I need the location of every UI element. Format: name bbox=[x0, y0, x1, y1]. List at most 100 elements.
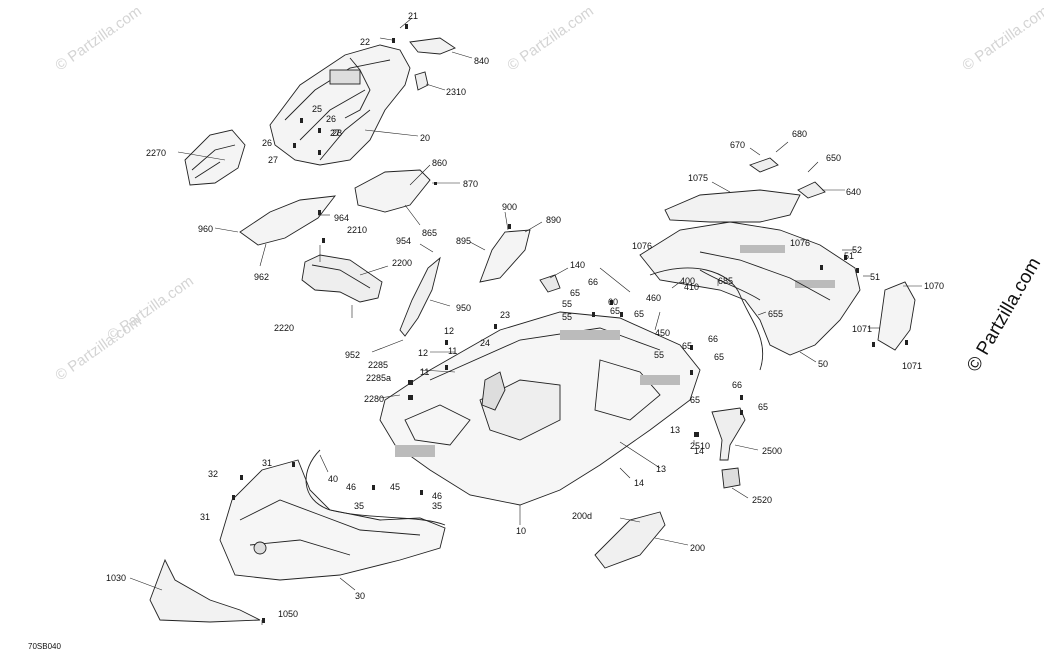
part-label-900: 900 bbox=[502, 202, 518, 212]
part-1070-shape bbox=[877, 281, 916, 351]
part-label-31: 31 bbox=[200, 512, 211, 522]
part-label-45: 45 bbox=[390, 482, 401, 492]
part-label-25: 25 bbox=[312, 104, 323, 114]
part-label-2200: 2200 bbox=[392, 258, 413, 268]
part-label-954: 954 bbox=[396, 236, 412, 246]
part-label-55: 55 bbox=[654, 350, 665, 360]
part-label-13: 13 bbox=[670, 425, 681, 435]
part-30-shape bbox=[219, 459, 446, 581]
part-label-670: 670 bbox=[730, 140, 746, 150]
part-label-66: 66 bbox=[708, 334, 719, 344]
part-label-1076: 1076 bbox=[790, 238, 811, 248]
part-label-11: 11 bbox=[420, 367, 430, 377]
part-label-26: 26 bbox=[326, 114, 337, 124]
part-label-860: 860 bbox=[432, 158, 448, 168]
part-1030-shape bbox=[149, 558, 261, 623]
part-label-1050: 1050 bbox=[278, 609, 299, 619]
part-label-35: 35 bbox=[432, 501, 443, 511]
part-960-shape bbox=[239, 195, 337, 246]
part-label-2510: 2510 bbox=[690, 441, 711, 451]
part-label-55: 55 bbox=[562, 299, 573, 309]
part-label-30: 30 bbox=[355, 591, 366, 601]
part-label-2310: 2310 bbox=[446, 87, 467, 97]
part-label-12: 12 bbox=[418, 348, 429, 358]
part-label-66: 66 bbox=[588, 277, 599, 287]
part-label-12: 12 bbox=[444, 326, 455, 336]
part-label-450: 450 bbox=[655, 328, 671, 338]
part-label-14: 14 bbox=[634, 478, 645, 488]
part-label-960: 960 bbox=[198, 224, 214, 234]
part-label-22: 22 bbox=[360, 37, 371, 47]
part-label-31: 31 bbox=[262, 458, 273, 468]
part-label-21: 21 bbox=[408, 11, 419, 21]
cable-40 bbox=[305, 449, 446, 526]
part-label-1076: 1076 bbox=[632, 241, 653, 251]
part-10-shape bbox=[379, 311, 701, 506]
part-label-65: 65 bbox=[682, 341, 693, 351]
part-label-32: 32 bbox=[208, 469, 219, 479]
part-20-shape bbox=[269, 44, 411, 166]
part-label-2500: 2500 bbox=[762, 446, 783, 456]
part-950-shape bbox=[399, 256, 441, 337]
part-label-2220: 2220 bbox=[274, 323, 295, 333]
part-label-65: 65 bbox=[610, 306, 621, 316]
part-label-140: 140 bbox=[570, 260, 586, 270]
part-label-964: 964 bbox=[334, 213, 350, 223]
part-label-2285: 2285 bbox=[368, 360, 389, 370]
part-890-shape bbox=[479, 229, 531, 283]
part-label-11: 11 bbox=[448, 346, 458, 356]
part-label-1030: 1030 bbox=[106, 573, 127, 583]
part-label-400: 400 bbox=[680, 276, 696, 286]
part-label-55: 55 bbox=[562, 312, 573, 322]
part-label-1070: 1070 bbox=[924, 281, 945, 291]
part-label-24: 24 bbox=[480, 338, 491, 348]
part-label-51: 51 bbox=[870, 272, 881, 282]
part-label-28: 28 bbox=[332, 128, 343, 138]
part-label-1071: 1071 bbox=[852, 324, 873, 334]
part-2200-shape bbox=[301, 254, 383, 303]
cable-655 bbox=[649, 267, 764, 371]
part-label-460: 460 bbox=[646, 293, 662, 303]
fasteners bbox=[232, 24, 908, 623]
part-label-962: 962 bbox=[254, 272, 270, 282]
part-840-shape bbox=[409, 37, 456, 55]
part-label-2285a: 2285a bbox=[366, 373, 392, 383]
part-label-680: 680 bbox=[792, 129, 808, 139]
part-label-2520: 2520 bbox=[752, 495, 773, 505]
part-860-shape bbox=[354, 169, 431, 213]
part-label-20: 20 bbox=[420, 133, 431, 143]
part-2270-shape bbox=[184, 129, 246, 186]
part-640-shape bbox=[797, 181, 826, 199]
part-label-23: 23 bbox=[500, 310, 511, 320]
part-label-2280: 2280 bbox=[364, 394, 385, 404]
part-label-35: 35 bbox=[354, 501, 365, 511]
part-label-14: 14 bbox=[694, 446, 705, 456]
part-2310-shape bbox=[414, 71, 429, 91]
part-label-200: 200 bbox=[690, 543, 706, 553]
part-label-200d: 200d bbox=[572, 511, 593, 521]
part-label-1071: 1071 bbox=[902, 361, 923, 371]
cable-685 bbox=[699, 269, 761, 301]
part-label-66: 66 bbox=[732, 380, 743, 390]
part-label-1075: 1075 bbox=[688, 173, 709, 183]
part-680-shape bbox=[749, 157, 779, 173]
part-label-65: 65 bbox=[714, 352, 725, 362]
diagram-code: 70SB040 bbox=[28, 642, 61, 651]
part-label-65: 65 bbox=[570, 288, 581, 298]
part-label-640: 640 bbox=[846, 187, 862, 197]
part-label-46: 46 bbox=[432, 491, 443, 501]
part-label-10: 10 bbox=[516, 526, 527, 536]
part-label-13: 13 bbox=[656, 464, 667, 474]
part-label-895: 895 bbox=[456, 236, 472, 246]
part-label-840: 840 bbox=[474, 56, 490, 66]
part-label-950: 950 bbox=[456, 303, 472, 313]
part-200-shape bbox=[594, 511, 666, 569]
part-2520-shape bbox=[721, 467, 741, 489]
part-label-46: 46 bbox=[346, 482, 357, 492]
part-label-890: 890 bbox=[546, 215, 562, 225]
part-label-40: 40 bbox=[328, 474, 339, 484]
part-140-shape bbox=[539, 274, 561, 293]
part-label-410: 410 bbox=[684, 282, 700, 292]
